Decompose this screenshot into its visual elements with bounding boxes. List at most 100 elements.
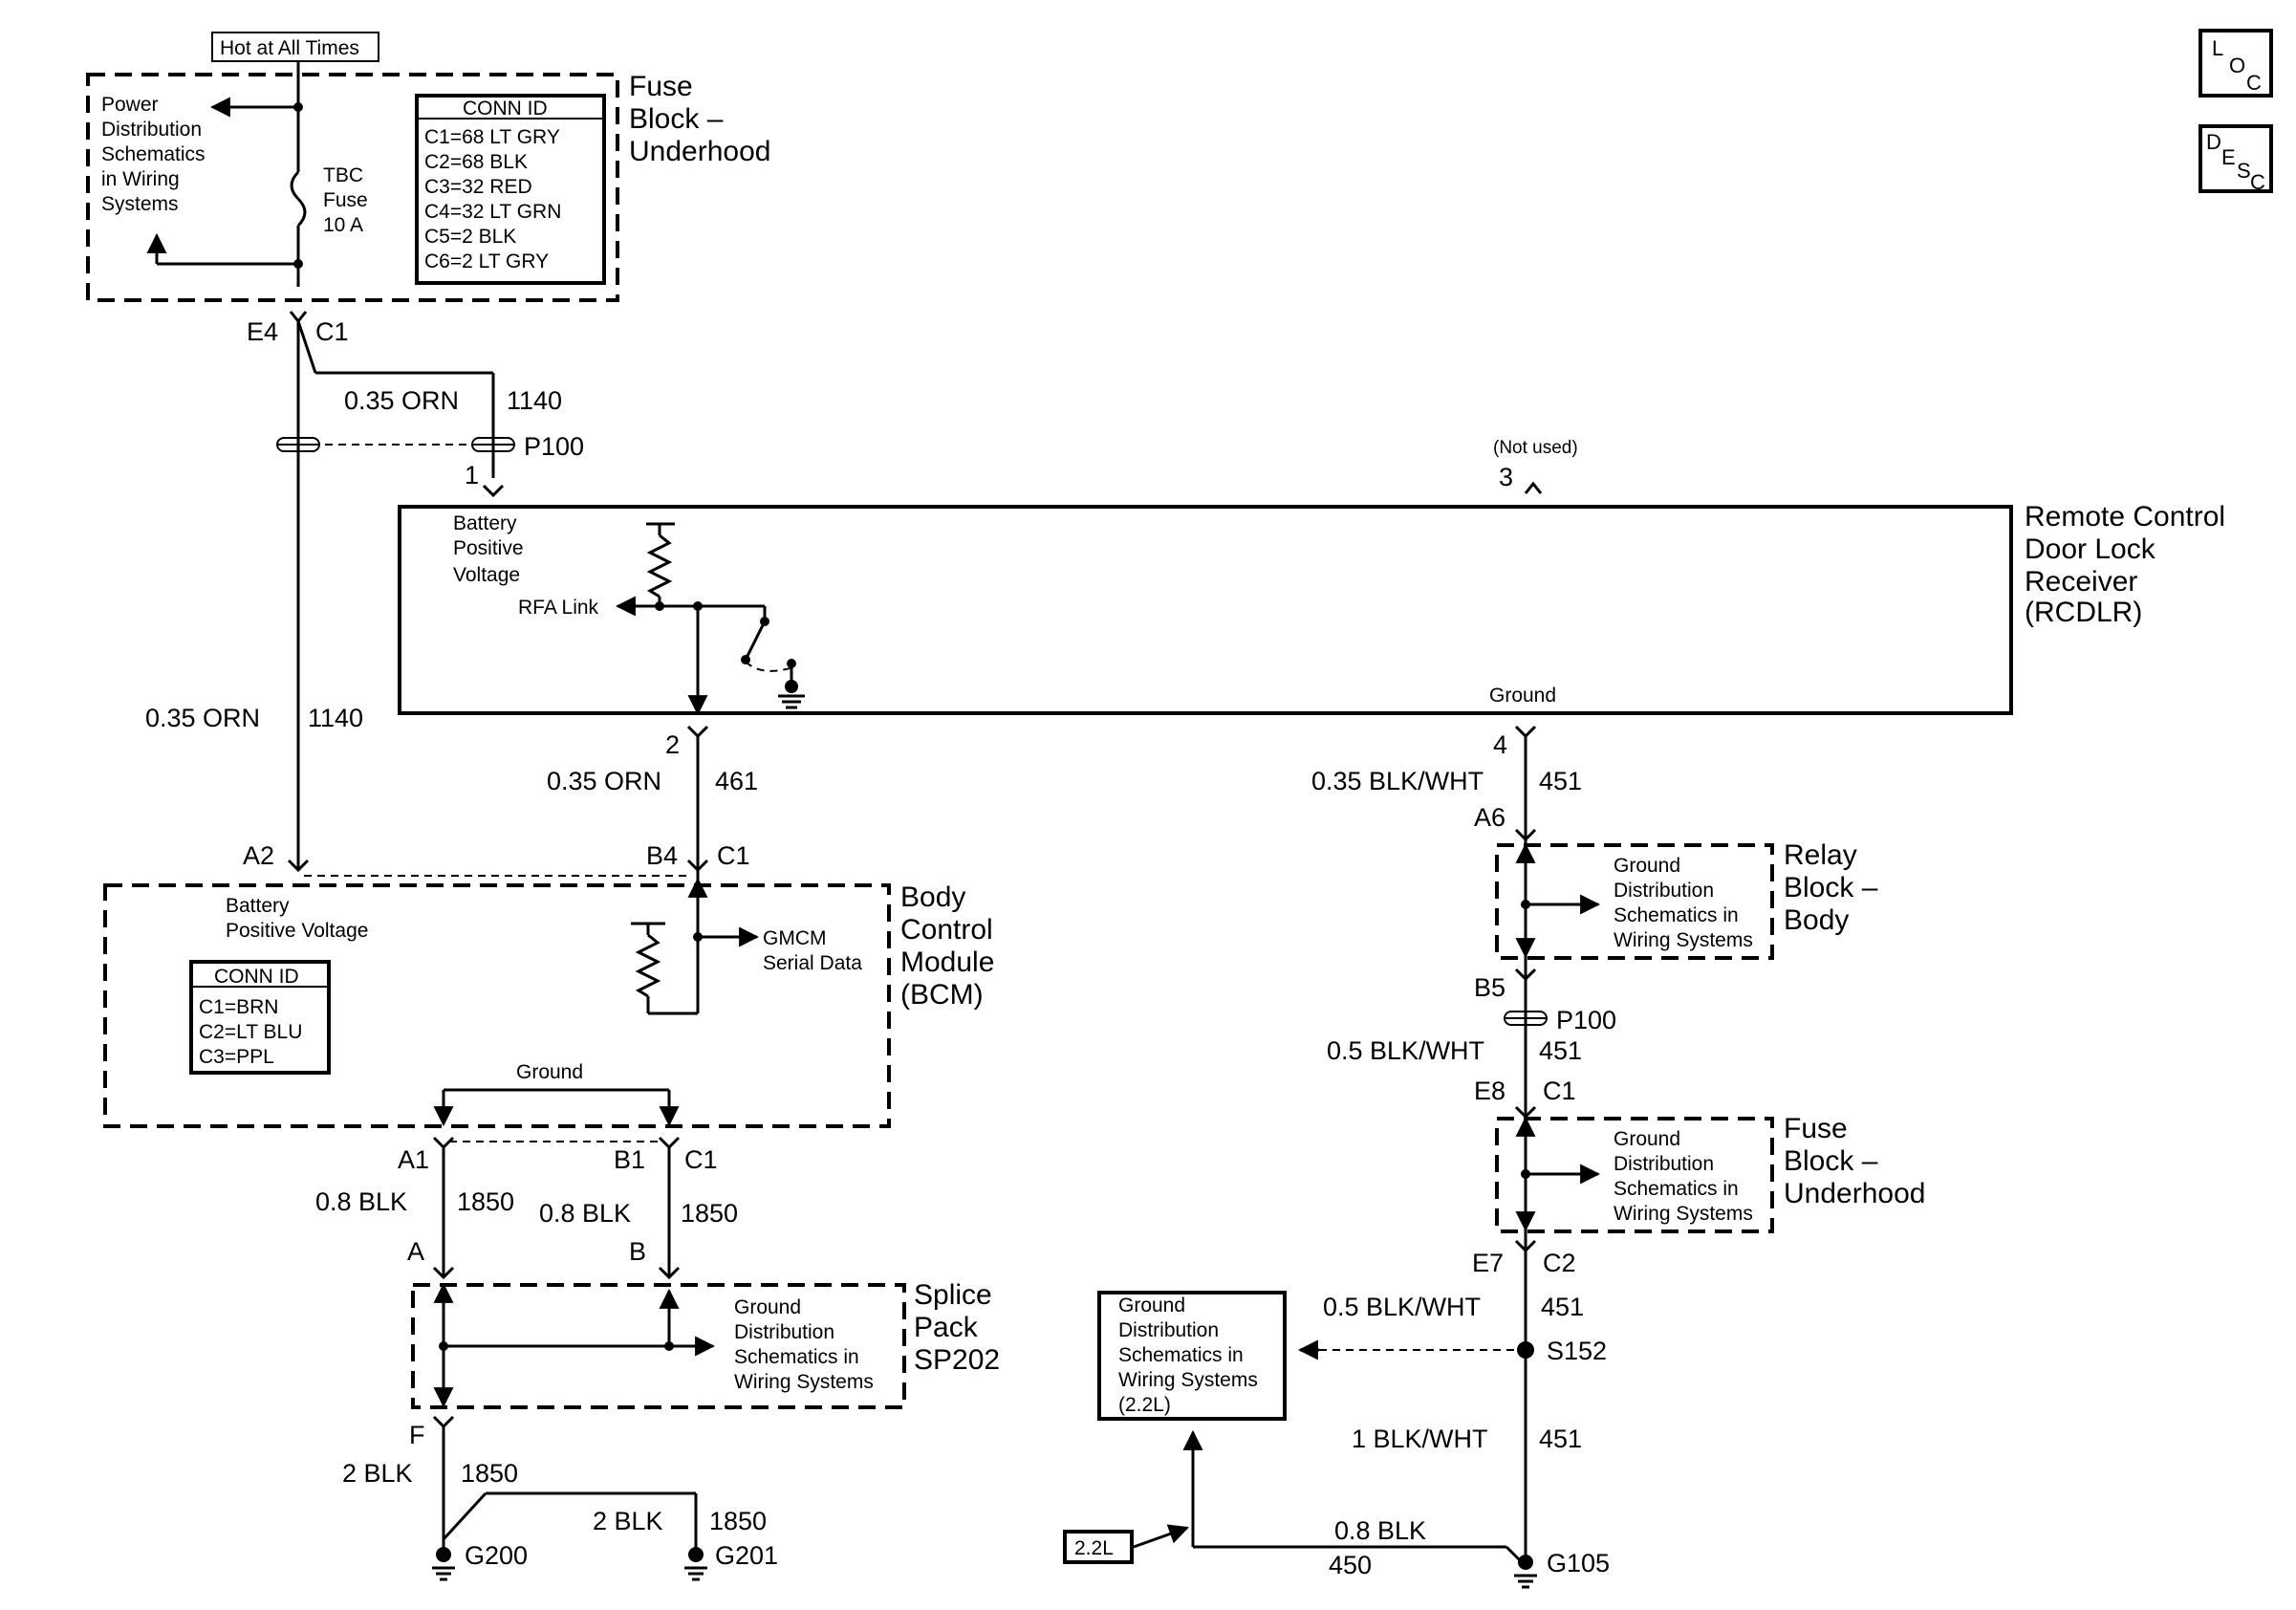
svg-text:Schematics: Schematics <box>101 143 206 165</box>
svg-text:B5: B5 <box>1474 973 1505 1002</box>
svg-text:S: S <box>2237 159 2251 183</box>
svg-text:461: 461 <box>715 767 758 795</box>
svg-text:1 BLK/WHT: 1 BLK/WHT <box>1352 1425 1488 1453</box>
svg-text:P100: P100 <box>524 432 584 461</box>
svg-text:2 BLK: 2 BLK <box>342 1459 413 1488</box>
ground-right-circuit: 0.35 BLK/WHT 451 A6 Relay Block – Body G… <box>1063 736 1925 1589</box>
svg-text:(2.2L): (2.2L) <box>1118 1394 1171 1416</box>
svg-text:Fuse: Fuse <box>1784 1113 1848 1144</box>
svg-text:Body: Body <box>900 881 965 913</box>
svg-text:Wiring Systems: Wiring Systems <box>734 1371 874 1393</box>
wire-1140: 0.35 ORN 1140 P100 1 (Not used) 3 0.35 O… <box>145 320 1578 868</box>
svg-text:C1: C1 <box>717 841 750 870</box>
svg-text:Block –: Block – <box>629 103 724 135</box>
svg-text:C2=LT BLU: C2=LT BLU <box>199 1021 302 1043</box>
svg-text:Ground: Ground <box>1489 685 1556 707</box>
svg-text:451: 451 <box>1539 1425 1582 1453</box>
svg-text:O: O <box>2229 54 2245 77</box>
svg-text:B1: B1 <box>614 1145 645 1174</box>
svg-text:10 A: 10 A <box>323 214 363 236</box>
svg-text:Underhood: Underhood <box>629 136 770 167</box>
svg-text:2: 2 <box>665 730 680 759</box>
svg-text:Control: Control <box>900 914 993 946</box>
svg-text:Schematics in: Schematics in <box>1614 904 1739 926</box>
svg-text:C: C <box>2246 71 2262 95</box>
svg-text:G200: G200 <box>465 1541 528 1570</box>
svg-text:Serial Data: Serial Data <box>763 952 862 974</box>
loc-icon[interactable]: L O C <box>2199 29 2273 98</box>
svg-text:Distribution: Distribution <box>1614 880 1714 902</box>
svg-text:Fuse: Fuse <box>323 189 368 211</box>
svg-text:1850: 1850 <box>709 1507 767 1535</box>
svg-text:Remote Control: Remote Control <box>2025 501 2225 533</box>
desc-icon[interactable]: D E S C <box>2199 124 2273 194</box>
svg-text:451: 451 <box>1541 1293 1584 1321</box>
svg-text:C1: C1 <box>1543 1077 1576 1105</box>
svg-text:C4=32 LT GRN: C4=32 LT GRN <box>424 201 561 223</box>
svg-text:Underhood: Underhood <box>1784 1178 1925 1209</box>
svg-text:C: C <box>2250 170 2265 194</box>
svg-text:Ground: Ground <box>516 1061 583 1083</box>
rcdlr-module: Remote Control Door Lock Receiver (RCDLR… <box>398 501 2225 759</box>
svg-text:Wiring Systems: Wiring Systems <box>1614 929 1753 951</box>
svg-text:1850: 1850 <box>681 1199 738 1228</box>
svg-text:A: A <box>407 1237 424 1266</box>
svg-text:1850: 1850 <box>457 1187 514 1216</box>
svg-text:Distribution: Distribution <box>1614 1153 1714 1175</box>
svg-text:C1: C1 <box>684 1145 718 1174</box>
svg-text:Module: Module <box>900 946 994 978</box>
svg-text:Fuse: Fuse <box>629 71 693 102</box>
svg-text:450: 450 <box>1329 1551 1372 1579</box>
svg-text:Positive: Positive <box>453 537 524 559</box>
svg-text:Ground: Ground <box>1614 1128 1680 1150</box>
svg-text:L: L <box>2212 36 2223 60</box>
svg-text:C3=PPL: C3=PPL <box>199 1046 274 1068</box>
svg-text:Systems: Systems <box>101 193 179 215</box>
svg-text:CONN ID: CONN ID <box>463 98 548 120</box>
svg-text:E8: E8 <box>1474 1077 1505 1105</box>
svg-text:E4: E4 <box>247 317 278 346</box>
svg-text:3: 3 <box>1499 463 1513 491</box>
svg-text:(RCDLR): (RCDLR) <box>2025 597 2142 628</box>
svg-text:1: 1 <box>465 461 479 490</box>
fuse-block-underhood-top: Fuse Block – Underhood Power Distributio… <box>86 61 770 302</box>
svg-text:Distribution: Distribution <box>101 119 202 141</box>
svg-text:C1=BRN: C1=BRN <box>199 996 278 1018</box>
svg-text:Wiring Systems: Wiring Systems <box>1118 1369 1258 1391</box>
svg-text:0.35 ORN: 0.35 ORN <box>547 767 661 795</box>
svg-text:A1: A1 <box>398 1145 429 1174</box>
svg-text:Battery: Battery <box>226 895 290 917</box>
svg-text:CONN ID: CONN ID <box>214 966 299 988</box>
svg-text:0.35 ORN: 0.35 ORN <box>145 704 260 732</box>
svg-text:0.5 BLK/WHT: 0.5 BLK/WHT <box>1323 1293 1481 1321</box>
svg-text:0.35 ORN: 0.35 ORN <box>344 386 459 415</box>
svg-text:0.5 BLK/WHT: 0.5 BLK/WHT <box>1327 1036 1484 1065</box>
svg-text:Voltage: Voltage <box>453 564 520 586</box>
svg-text:RFA Link: RFA Link <box>518 597 599 619</box>
svg-text:1140: 1140 <box>507 386 562 415</box>
svg-text:SP202: SP202 <box>914 1344 1000 1376</box>
svg-text:A6: A6 <box>1474 803 1505 832</box>
svg-text:G201: G201 <box>715 1541 778 1570</box>
svg-text:(BCM): (BCM) <box>900 979 984 1011</box>
svg-text:Ground: Ground <box>734 1296 801 1318</box>
svg-text:Schematics in: Schematics in <box>1118 1344 1244 1366</box>
svg-text:C2=68 BLK: C2=68 BLK <box>424 151 528 173</box>
svg-text:2 BLK: 2 BLK <box>593 1507 663 1535</box>
svg-text:Splice: Splice <box>914 1279 992 1311</box>
svg-text:Schematics in: Schematics in <box>1614 1178 1739 1200</box>
svg-text:Block –: Block – <box>1784 872 1878 903</box>
svg-text:B4: B4 <box>646 841 678 870</box>
svg-text:0.35 BLK/WHT: 0.35 BLK/WHT <box>1311 767 1484 795</box>
svg-text:Block –: Block – <box>1784 1145 1878 1177</box>
svg-text:C1=68 LT GRY: C1=68 LT GRY <box>424 126 560 148</box>
svg-text:Door Lock: Door Lock <box>2025 533 2156 565</box>
svg-text:Wiring Systems: Wiring Systems <box>1614 1203 1753 1225</box>
svg-text:B: B <box>629 1237 646 1266</box>
svg-text:Ground: Ground <box>1614 855 1680 877</box>
svg-text:0.8 BLK: 0.8 BLK <box>315 1187 407 1216</box>
svg-text:Positive Voltage: Positive Voltage <box>226 920 368 942</box>
svg-text:Pack: Pack <box>914 1312 979 1343</box>
svg-text:P100: P100 <box>1556 1006 1616 1034</box>
